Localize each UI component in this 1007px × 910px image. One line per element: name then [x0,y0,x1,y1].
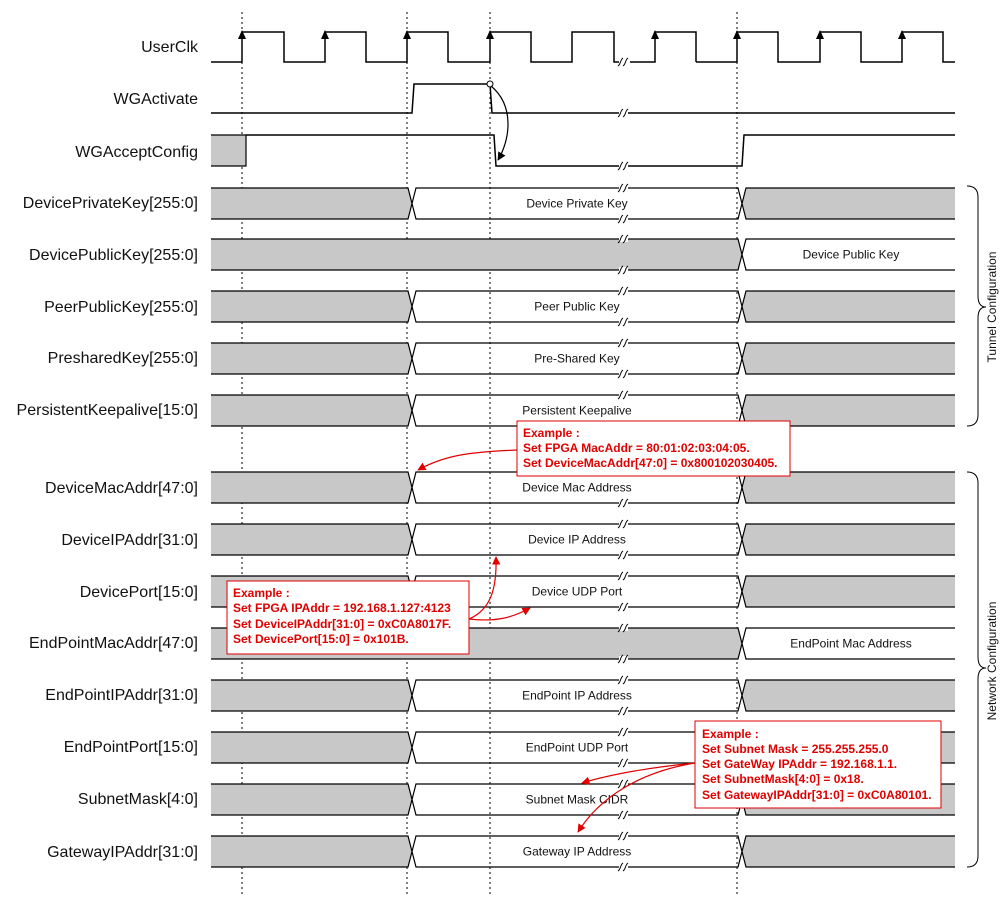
break-marker [617,108,629,118]
group-network-configuration: Network Configuration [966,471,999,868]
annotation-ip-example: Example : Set FPGA IPAddr = 192.168.1.12… [226,556,531,655]
break-marker [617,758,629,768]
signal-label-endpointport: EndPointPort[15:0] [64,739,198,756]
svg-text:Example :: Example : [702,727,759,741]
break-marker [617,675,629,685]
break-marker [617,831,629,841]
svg-text:Set DeviceIPAddr[31:0] = 0xC0A: Set DeviceIPAddr[31:0] = 0xC0A8017F. [233,617,451,631]
svg-text:Set FPGA MacAddr = 80:01:02:03: Set FPGA MacAddr = 80:01:02:03:04:05. [523,441,750,455]
bus-value-gatewayipaddr: Gateway IP Address [523,845,632,859]
bus-value-endpointport: EndPoint UDP Port [526,741,629,755]
bus-value-presharedkey: Pre-Shared Key [534,352,619,366]
waveform-devicemacaddr: Device Mac Address [211,471,955,504]
group-label-tunnel: Tunnel Configuration [985,252,999,363]
break-marker [617,498,629,508]
svg-text:Example :: Example : [233,586,290,600]
annotation-subnet-example: Example : Set Subnet Mask = 255.255.255.… [577,720,942,833]
waveform-userclk [211,30,955,63]
signal-label-deviceport: DevicePort[15:0] [80,584,198,601]
break-marker [617,571,629,581]
signal-label-peerpublickey: PeerPublicKey[255:0] [44,299,198,316]
signal-label-persistentkeepalive: PersistentKeepalive[15:0] [17,402,198,419]
waveform-deviceipaddr: Device IP Address [211,523,955,556]
bus-value-deviceport: Device UDP Port [532,585,623,599]
signal-label-wgactivate: WGActivate [114,91,199,108]
bus-value-devicepublickey: Device Public Key [803,248,900,262]
break-marker [617,234,629,244]
break-marker [617,602,629,612]
break-marker [617,338,629,348]
break-marker [617,654,629,664]
break-marker [617,390,629,400]
svg-text:Set GateWay IPAddr = 192.168.1: Set GateWay IPAddr = 192.168.1.1. [702,757,897,771]
waveform-endpointipaddr: EndPoint IP Address [211,679,955,712]
break-marker [617,623,629,633]
break-marker [617,862,629,872]
waveform-gatewayipaddr: Gateway IP Address [211,835,955,868]
break-marker [617,183,629,193]
annotation-mac-example: Example : Set FPGA MacAddr = 80:01:02:03… [417,420,791,477]
break-marker [617,317,629,327]
signal-label-endpointmacaddr: EndPointMacAddr[47:0] [29,635,198,652]
break-marker [617,214,629,224]
waveform-wgactivate [211,80,955,114]
svg-text:Set SubnetMask[4:0] = 0x18.: Set SubnetMask[4:0] = 0x18. [702,772,864,786]
svg-text:Set FPGA IPAddr = 192.168.1.12: Set FPGA IPAddr = 192.168.1.127:4123 [233,601,451,615]
bus-value-peerpublickey: Peer Public Key [534,300,619,314]
bus-value-endpointmacaddr: EndPoint Mac Address [790,637,911,651]
group-label-network: Network Configuration [985,602,999,721]
break-marker [617,57,629,67]
bus-value-endpointipaddr: EndPoint IP Address [522,689,632,703]
waveform-wgacceptconfig [211,134,955,167]
waveform-presharedkey: Pre-Shared Key [211,342,955,375]
svg-text:Set GatewayIPAddr[31:0] = 0xC0: Set GatewayIPAddr[31:0] = 0xC0A80101. [702,788,932,802]
svg-text:Set Subnet Mask = 255.255.255.: Set Subnet Mask = 255.255.255.0 [702,742,889,756]
bus-value-deviceipaddr: Device IP Address [528,533,626,547]
waveform-peerpublickey: Peer Public Key [211,290,955,323]
break-marker [617,519,629,529]
signal-label-deviceipaddr: DeviceIPAddr[31:0] [61,532,198,549]
bus-value-devicemacaddr: Device Mac Address [522,481,631,495]
break-marker [617,706,629,716]
signal-label-presharedkey: PresharedKey[255:0] [48,350,198,367]
clock-edge-arrows [238,30,906,39]
svg-text:Set DevicePort[15:0] = 0x101B.: Set DevicePort[15:0] = 0x101B. [233,632,409,646]
signal-label-devicemacaddr: DeviceMacAddr[47:0] [45,480,198,497]
waveform-devicepublickey: Device Public Key [211,238,955,271]
signal-label-wgacceptconfig: WGAcceptConfig [75,144,198,161]
break-marker [617,727,629,737]
bus-value-persistentkeepalive: Persistent Keepalive [522,404,632,418]
signal-label-devicepublickey: DevicePublicKey[255:0] [29,247,198,264]
break-marker [617,161,629,171]
break-marker [617,265,629,275]
signal-label-deviceprivatekey: DevicePrivateKey[255:0] [23,195,198,212]
break-marker [617,550,629,560]
bus-value-deviceprivatekey: Device Private Key [526,197,627,211]
signal-label-userclk: UserClk [141,39,199,56]
handshake-arrow [490,85,509,161]
signal-label-gatewayipaddr: GatewayIPAddr[31:0] [47,844,198,861]
signal-label-subnetmask: SubnetMask[4:0] [78,791,198,808]
waveform-deviceprivatekey: Device Private Key [211,187,955,220]
svg-text:Example :: Example : [523,426,580,440]
svg-text:Set DeviceMacAddr[47:0] = 0x80: Set DeviceMacAddr[47:0] = 0x800102030405… [523,456,778,470]
group-tunnel-configuration: Tunnel Configuration [966,185,999,427]
signal-labels: UserClk WGActivate WGAcceptConfig Device… [17,39,199,861]
break-marker [617,810,629,820]
break-marker [617,286,629,296]
break-marker [617,369,629,379]
time-break-markers [617,57,629,872]
signal-label-endpointipaddr: EndPointIPAddr[31:0] [45,687,198,704]
